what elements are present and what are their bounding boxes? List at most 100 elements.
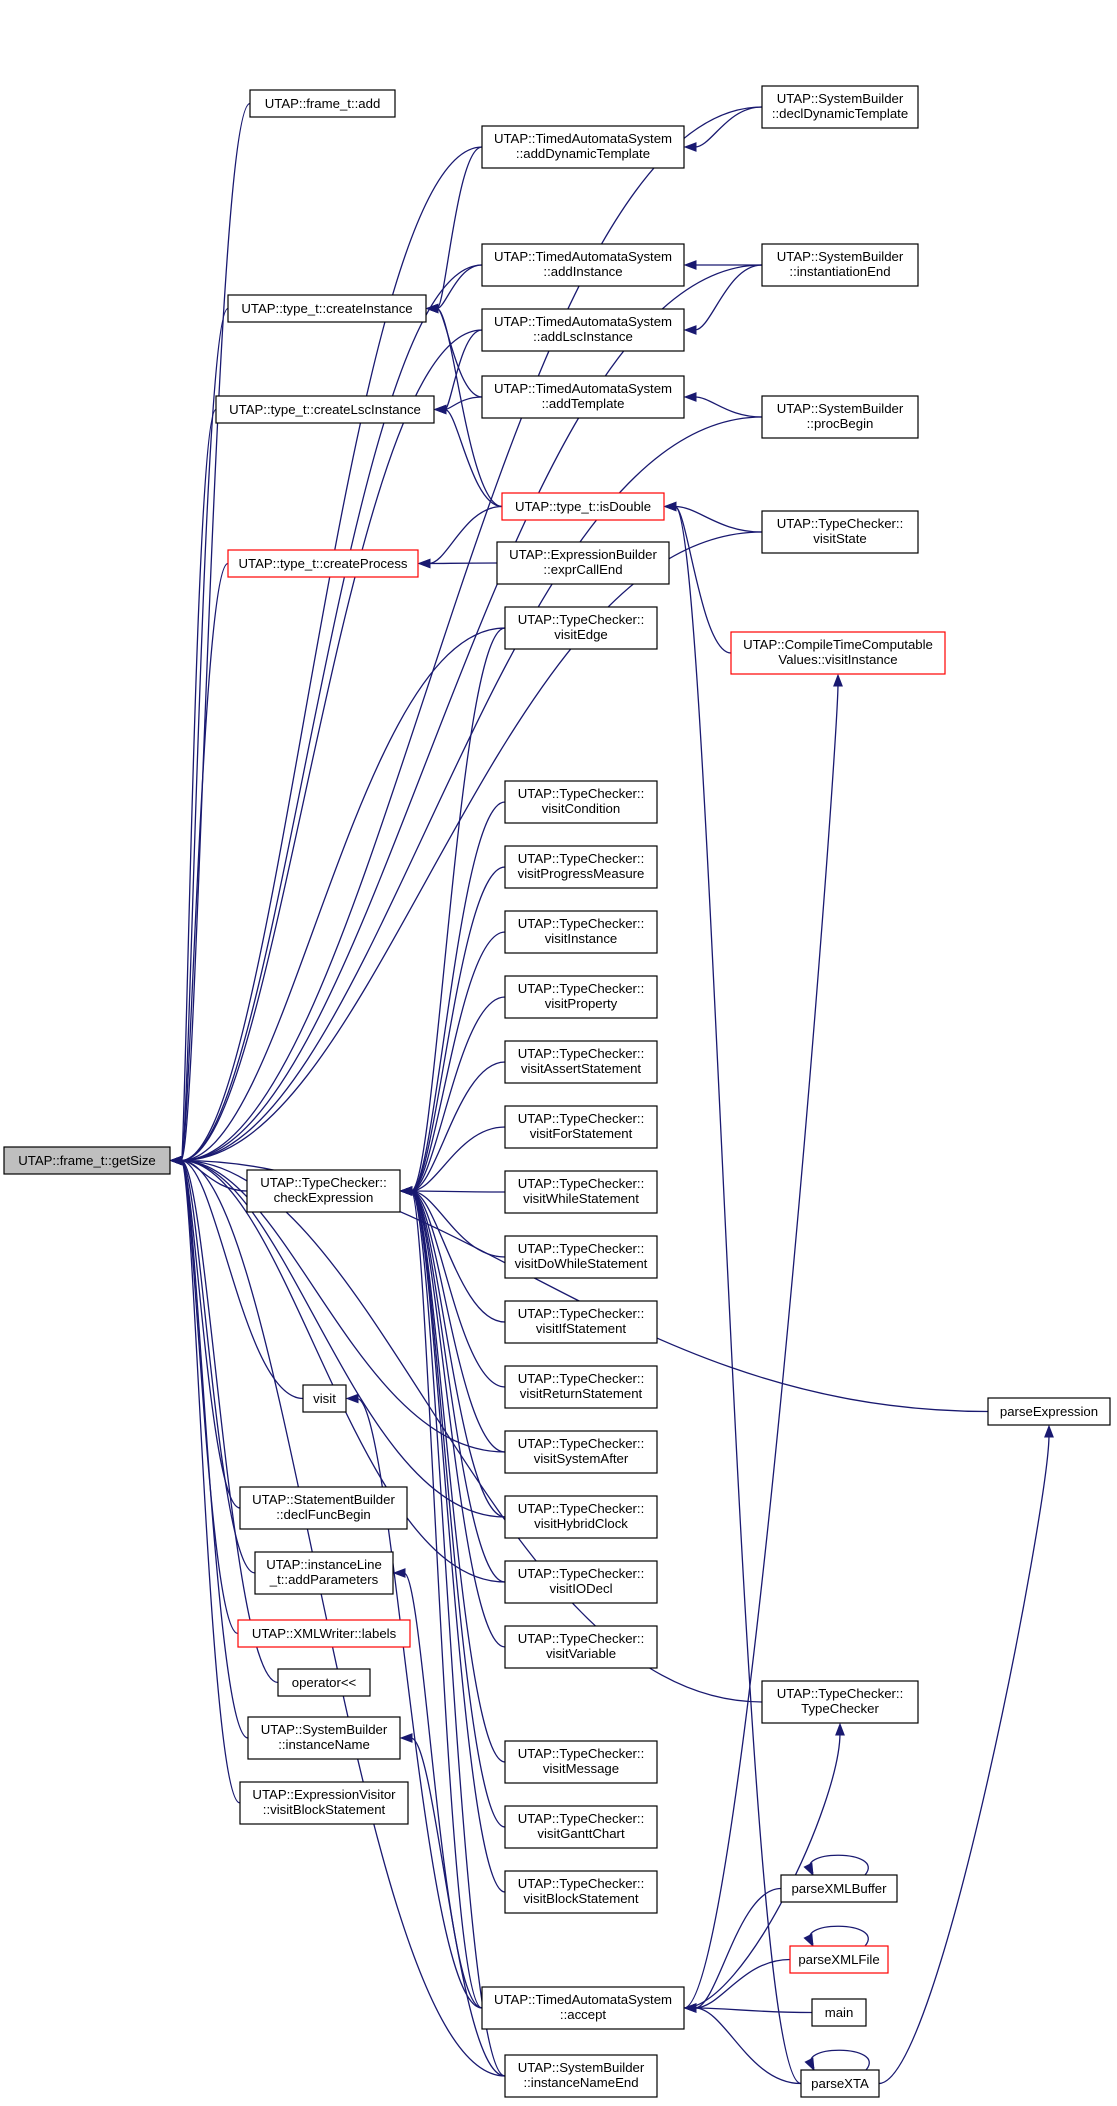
edges-layer [169,102,1054,2085]
node-typeCheckerCtor[interactable]: UTAP::TypeChecker::TypeChecker [761,1680,919,1724]
node-label: ::addInstance [543,264,622,279]
node-instantiationEnd[interactable]: UTAP::SystemBuilder::instantiationEnd [761,243,919,287]
node-addDynamicTemplate[interactable]: UTAP::TimedAutomataSystem::addDynamicTem… [481,125,685,169]
edge-accept-to-visit [345,1393,483,2009]
node-label: ::visitBlockStatement [263,1802,386,1817]
edge-operatorShl-to-getSize-line [180,1159,279,1684]
node-visitProperty[interactable]: UTAP::TypeChecker::visitProperty [504,975,658,1019]
edge-createLscInstance-to-getSize-line [180,408,217,1162]
node-box [227,549,419,578]
edge-visitEdge-to-checkExpression-line [410,627,506,1192]
node-main[interactable]: main [811,1998,867,2027]
node-label: UTAP::TypeChecker:: [777,516,904,531]
node-declDynamicTemplate[interactable]: UTAP::SystemBuilder::declDynamicTemplate [761,85,919,129]
edge-instantiationEnd-to-addInstance [683,260,763,270]
node-visitVariable[interactable]: UTAP::TypeChecker::visitVariable [504,1625,658,1669]
node-box [761,510,919,554]
node-accept[interactable]: UTAP::TimedAutomataSystem::accept [481,1986,685,2030]
node-ctcVisitInstance[interactable]: UTAP::CompileTimeComputableValues::visit… [730,631,946,675]
node-declFuncBegin[interactable]: UTAP::StatementBuilder::declFuncBegin [239,1486,408,1530]
node-label: visitState [813,531,867,546]
node-instanceName[interactable]: UTAP::SystemBuilder::instanceName [247,1716,401,1760]
node-visitGanttChart[interactable]: UTAP::TypeChecker::visitGanttChart [504,1805,658,1849]
edge-declFuncBegin-to-getSize [169,1155,241,1509]
node-label: UTAP::SystemBuilder [777,249,904,264]
node-addInstance[interactable]: UTAP::TimedAutomataSystem::addInstance [481,243,685,287]
node-box [239,1781,409,1825]
edge-visitState-to-getSize-line [180,531,763,1162]
edge-accept-to-ctcVisitInstance-arrowhead [833,673,843,687]
node-visitAssertStatement[interactable]: UTAP::TypeChecker::visitAssertStatement [504,1040,658,1084]
node-visitIODecl[interactable]: UTAP::TypeChecker::visitIODecl [504,1560,658,1604]
edge-instanceNameEnd-to-getSize [169,1155,506,2077]
node-label: UTAP::TypeChecker:: [518,1876,645,1891]
edge-visitEdge-to-getSize-line [180,627,506,1162]
node-box [504,1430,658,1474]
node-operatorShl[interactable]: operator<< [277,1668,371,1697]
node-parseExpression[interactable]: parseExpression [987,1397,1111,1426]
node-addLscInstance[interactable]: UTAP::TimedAutomataSystem::addLscInstanc… [481,308,685,352]
node-label: UTAP::StatementBuilder [252,1492,395,1507]
node-createProcess[interactable]: UTAP::type_t::createProcess [227,549,419,578]
edge-instantiationEnd-to-addLscInstance [683,264,763,335]
node-visit[interactable]: visit [302,1384,347,1413]
node-exprCallEnd[interactable]: UTAP::ExpressionBuilder::exprCallEnd [496,541,670,585]
node-box [761,395,919,439]
node-visitWhileStatement[interactable]: UTAP::TypeChecker::visitWhileStatement [504,1170,658,1214]
node-parseXMLFile[interactable]: parseXMLFile [789,1945,889,1974]
node-isDouble[interactable]: UTAP::type_t::isDouble [501,492,665,521]
edge-accept-to-addParameters-line [403,1572,483,2009]
node-visitForStatement[interactable]: UTAP::TypeChecker::visitForStatement [504,1105,658,1149]
node-visitMessage[interactable]: UTAP::TypeChecker::visitMessage [504,1740,658,1784]
node-procBegin[interactable]: UTAP::SystemBuilder::procBegin [761,395,919,439]
edge-accept-to-checkExpression-line [410,1190,483,2009]
node-parseXTA[interactable]: parseXTA [800,2069,880,2098]
node-visitSystemAfter[interactable]: UTAP::TypeChecker::visitSystemAfter [504,1430,658,1474]
node-visitProgressMeasure[interactable]: UTAP::TypeChecker::visitProgressMeasure [504,845,658,889]
edge-procBegin-to-addTemplate-line [694,396,763,418]
node-visitReturnStatement[interactable]: UTAP::TypeChecker::visitReturnStatement [504,1365,658,1409]
node-label: ::addLscInstance [533,329,633,344]
edge-declDynamicTemplate-to-addDynamicTemplate-arrowhead [683,142,697,152]
edge-parseXTA-to-parseExpression-line [878,1434,1050,2085]
node-box [246,1169,401,1213]
node-visitDoWhileStatement[interactable]: UTAP::TypeChecker::visitDoWhileStatement [504,1235,658,1279]
node-evVisitBlockStatement[interactable]: UTAP::ExpressionVisitor::visitBlockState… [239,1781,409,1825]
node-createInstance[interactable]: UTAP::type_t::createInstance [227,294,427,323]
node-frameAdd[interactable]: UTAP::frame_t::add [249,89,396,118]
node-label: UTAP::CompileTimeComputable [743,637,933,652]
node-visitState[interactable]: UTAP::TypeChecker::visitState [761,510,919,554]
edge-accept-to-typeCheckerCtor-arrowhead [835,1722,845,1736]
edge-parseXMLFile-to-parseXMLFile-arrowhead [803,1933,814,1948]
node-xmlLabels[interactable]: UTAP::XMLWriter::labels [237,1619,411,1648]
node-tcVisitBlockStatement[interactable]: UTAP::TypeChecker::visitBlockStatement [504,1870,658,1914]
node-visitEdge[interactable]: UTAP::TypeChecker::visitEdge [504,606,658,650]
edge-instanceNameEnd-to-getSize-arrowhead [169,1155,183,1166]
edge-operatorShl-to-getSize [169,1155,279,1684]
edge-visitReturnStatement-to-checkExpression-line [410,1190,506,1388]
node-label: UTAP::TypeChecker:: [518,1046,645,1061]
node-label: ::instanceName [278,1737,370,1752]
node-label: UTAP::SystemBuilder [777,91,904,106]
edge-addLscInstance-to-getSize [169,329,483,1166]
edge-addDynamicTemplate-to-getSize-line [180,146,483,1162]
node-visitInstance[interactable]: UTAP::TypeChecker::visitInstance [504,910,658,954]
node-box [730,631,946,675]
node-box [215,395,435,424]
node-box [504,845,658,889]
node-box [481,375,685,419]
node-parseXMLBuffer[interactable]: parseXMLBuffer [780,1874,898,1903]
edge-xmlLabels-to-getSize [169,1155,239,1635]
node-label: visitHybridClock [534,1516,628,1531]
node-visitHybridClock[interactable]: UTAP::TypeChecker::visitHybridClock [504,1495,658,1539]
node-createLscInstance[interactable]: UTAP::type_t::createLscInstance [215,395,435,424]
node-getSize[interactable]: UTAP::frame_t::getSize [3,1146,171,1175]
node-addTemplate[interactable]: UTAP::TimedAutomataSystem::addTemplate [481,375,685,419]
node-instanceNameEnd[interactable]: UTAP::SystemBuilder::instanceNameEnd [504,2054,658,2098]
node-visitCondition[interactable]: UTAP::TypeChecker::visitCondition [504,780,658,824]
edge-isDouble-to-createProcess [417,505,503,569]
node-checkExpression[interactable]: UTAP::TypeChecker::checkExpression [246,1169,401,1213]
node-visitIfStatement[interactable]: UTAP::TypeChecker::visitIfStatement [504,1300,658,1344]
node-addParameters[interactable]: UTAP::instanceLine_t::addParameters [254,1551,394,1595]
node-label: UTAP::TypeChecker:: [518,1176,645,1191]
